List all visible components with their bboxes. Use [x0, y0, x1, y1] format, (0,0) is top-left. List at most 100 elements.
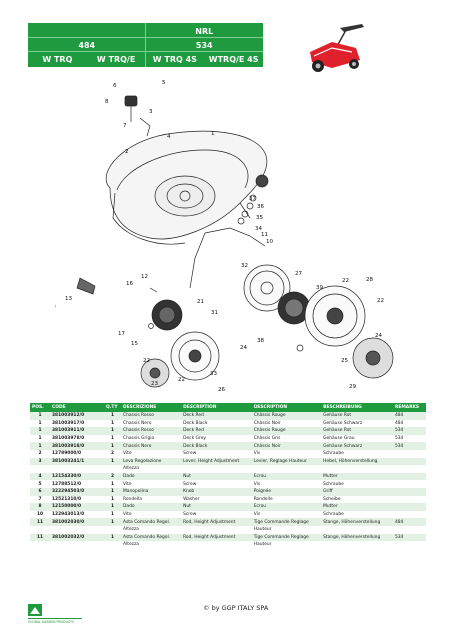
- table-cell-it: Chassis Rosso: [121, 427, 182, 435]
- table-cell-rem: [392, 487, 426, 496]
- table-cell-en: [181, 465, 252, 473]
- callout: 17: [118, 331, 125, 337]
- table-cell-de: Schraube: [323, 512, 344, 518]
- variant-3: W TRQ 4S: [152, 54, 197, 64]
- table-cell-pos: 1: [30, 412, 50, 420]
- exploded-parts-diagram: 1 2 3 4 5 6 7 8 10 11 12 13 14 15 16 17 …: [55, 80, 394, 393]
- table-cell-en: Rod, Height Adjustment: [181, 533, 252, 542]
- table-cell-pos: 1: [30, 427, 50, 435]
- table-cell-code: 381002032/0: [50, 533, 104, 542]
- table-cell-rem: [392, 503, 426, 511]
- table-cell-pos: 11: [30, 518, 50, 526]
- table-cell-it: Dado: [121, 503, 182, 511]
- copyright-text: © by GGP ITALY SPA: [203, 604, 269, 612]
- table-cell-en: Deck Grey: [183, 436, 206, 442]
- model-534: 534: [195, 40, 213, 50]
- table-cell-qty: 1: [110, 420, 115, 426]
- table-cell-qty: 1: [104, 412, 121, 420]
- table-cell-code: 12154330/0: [50, 472, 104, 481]
- table-cell-rem: [393, 526, 426, 534]
- table-cell-fr: Levier, Reglage Hauteur: [251, 457, 322, 466]
- table-cell-rem: 484: [392, 412, 426, 420]
- table-cell-rem: [393, 465, 426, 473]
- table-cell-fr: Vis: [253, 481, 261, 487]
- table-cell-fr: Châssis Rouge: [251, 427, 322, 435]
- table-cell-rem: [393, 480, 426, 488]
- callout: 16: [126, 281, 133, 287]
- table-cell-qty: 2: [104, 472, 121, 481]
- table-cell-code: 12788512/0: [52, 481, 82, 487]
- callout: 31: [211, 310, 218, 316]
- table-cell-it: Rondella: [123, 496, 142, 502]
- brand-row: NRL: [28, 24, 263, 38]
- table-cell-qty: 1: [110, 481, 115, 487]
- callout: 6: [113, 83, 117, 89]
- table-cell-en: Nut: [181, 503, 252, 511]
- table-cell-it: Chassis Nero: [123, 420, 152, 426]
- table-cell-qty: 1: [104, 427, 121, 435]
- callout: 2: [125, 149, 129, 155]
- parts-table: POS. CODE Q.TY DESCRIZIONE DESCRIPTION D…: [30, 403, 426, 549]
- table-cell-code: 381003911/0: [50, 427, 104, 435]
- table-cell-de: Schraube: [323, 451, 344, 457]
- model-484: 484: [78, 40, 96, 50]
- callout: 36: [257, 204, 264, 210]
- table-cell-fr: [252, 465, 321, 473]
- callout: 7: [123, 123, 127, 129]
- table-cell-pos: 8: [30, 503, 50, 511]
- callout: 34: [255, 226, 262, 232]
- table-cell-it: Vite: [123, 451, 132, 457]
- variants-row: W TRQ W TRQ/E W TRQ 4S WTRQ/E 4S: [28, 52, 263, 66]
- table-cell-en: Knob: [181, 487, 252, 496]
- table-cell-fr: Poignée: [251, 487, 322, 496]
- table-cell-fr: Châssis Gris: [253, 436, 281, 442]
- table-cell-en: Washer: [183, 496, 200, 502]
- table-cell-pos: 1: [38, 436, 42, 442]
- callout: 21: [197, 299, 204, 305]
- callout: 5: [162, 80, 166, 86]
- callout: 12: [141, 274, 148, 280]
- table-cell-de: [321, 526, 393, 534]
- table-cell-pos: 3: [30, 457, 50, 466]
- callout: 13: [65, 296, 72, 302]
- table-cell-it: Altezza: [123, 466, 139, 472]
- table-cell-code: 381003241/1: [50, 457, 104, 466]
- callout: 22: [143, 358, 150, 364]
- variant-2: W TRQ/E: [96, 54, 136, 64]
- table-cell-qty: 1: [110, 436, 115, 442]
- table-header-row: POS. CODE Q.TY DESCRIZIONE DESCRIPTION D…: [30, 403, 426, 412]
- table-cell-rem: [393, 541, 426, 549]
- table-cell-code: [50, 526, 104, 534]
- table-cell-pos: 1: [38, 420, 42, 426]
- col-it: DESCRIZIONE: [121, 403, 182, 412]
- table-cell-fr: Vis: [253, 451, 261, 457]
- table-cell-fr: Tige Commande Reglage: [251, 533, 322, 542]
- models-row: 484 534: [28, 38, 263, 52]
- col-code: CODE: [50, 403, 104, 412]
- table-cell-rem: [393, 511, 426, 519]
- callout: 1: [211, 131, 215, 137]
- table-cell-rem: [392, 457, 426, 466]
- table-cell-en: Lever, Height Adjustment: [181, 457, 252, 466]
- model-header: NRL 484 534 W TRQ W TRQ/E W TRQ 4S WTRQ/…: [28, 23, 263, 67]
- callout: 11: [261, 232, 268, 238]
- table-cell-en: Deck Black: [181, 442, 252, 450]
- table-cell-de: Schraube: [323, 481, 344, 487]
- table-cell-it: Altezza: [123, 542, 139, 548]
- col-fr: DESCRIPTION: [251, 403, 322, 412]
- callout: 3: [149, 109, 153, 115]
- col-qty: Q.TY: [104, 403, 121, 412]
- table-cell-fr: Hauteur: [253, 527, 272, 533]
- table-cell-qty: [104, 526, 121, 534]
- table-cell-code: [50, 465, 104, 473]
- table-cell-pos: 7: [38, 496, 42, 502]
- table-cell-rem: [393, 450, 426, 458]
- table-cell-code: 12150000/0: [50, 503, 104, 511]
- table-cell-it: Vite: [123, 512, 132, 518]
